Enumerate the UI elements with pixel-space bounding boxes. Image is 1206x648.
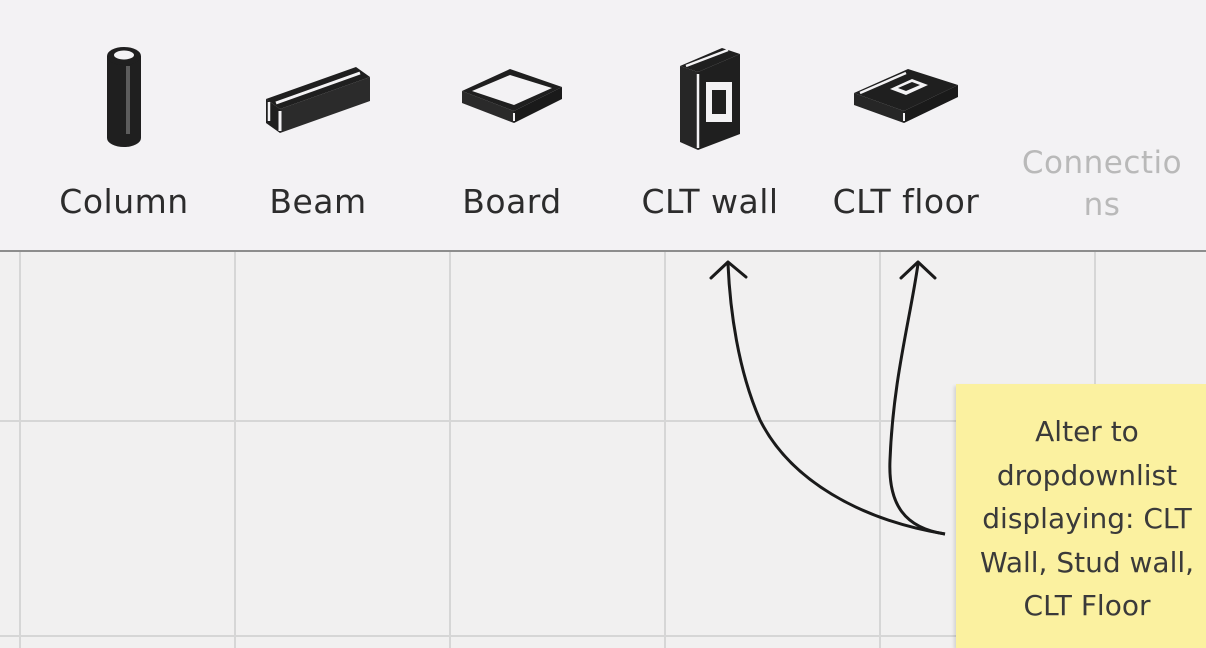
tool-label: Connectio ns xyxy=(1021,145,1183,223)
sticky-note-text: Alter to dropdownlist displaying: CLT Wa… xyxy=(979,415,1195,622)
tool-clt-floor[interactable]: CLT floor xyxy=(820,0,992,250)
tool-column[interactable]: Column xyxy=(38,0,210,250)
sticky-note[interactable]: Alter to dropdownlist displaying: CLT Wa… xyxy=(956,384,1206,648)
tool-label: Beam xyxy=(269,182,367,221)
clt-wall-icon xyxy=(624,36,796,160)
board-icon xyxy=(426,36,598,160)
tool-connections: Connectio ns xyxy=(1012,0,1192,250)
tool-label: Board xyxy=(462,182,562,221)
tool-beam[interactable]: Beam xyxy=(232,0,404,250)
clt-floor-icon xyxy=(820,36,992,160)
tool-clt-wall[interactable]: CLT wall xyxy=(624,0,796,250)
tool-board[interactable]: Board xyxy=(426,0,598,250)
tool-label: CLT floor xyxy=(832,182,980,221)
tool-label: Column xyxy=(59,182,189,221)
tool-label: CLT wall xyxy=(641,182,779,221)
beam-icon xyxy=(232,36,404,160)
element-toolbar: Column Beam Board xyxy=(0,0,1206,252)
column-icon xyxy=(38,36,210,160)
